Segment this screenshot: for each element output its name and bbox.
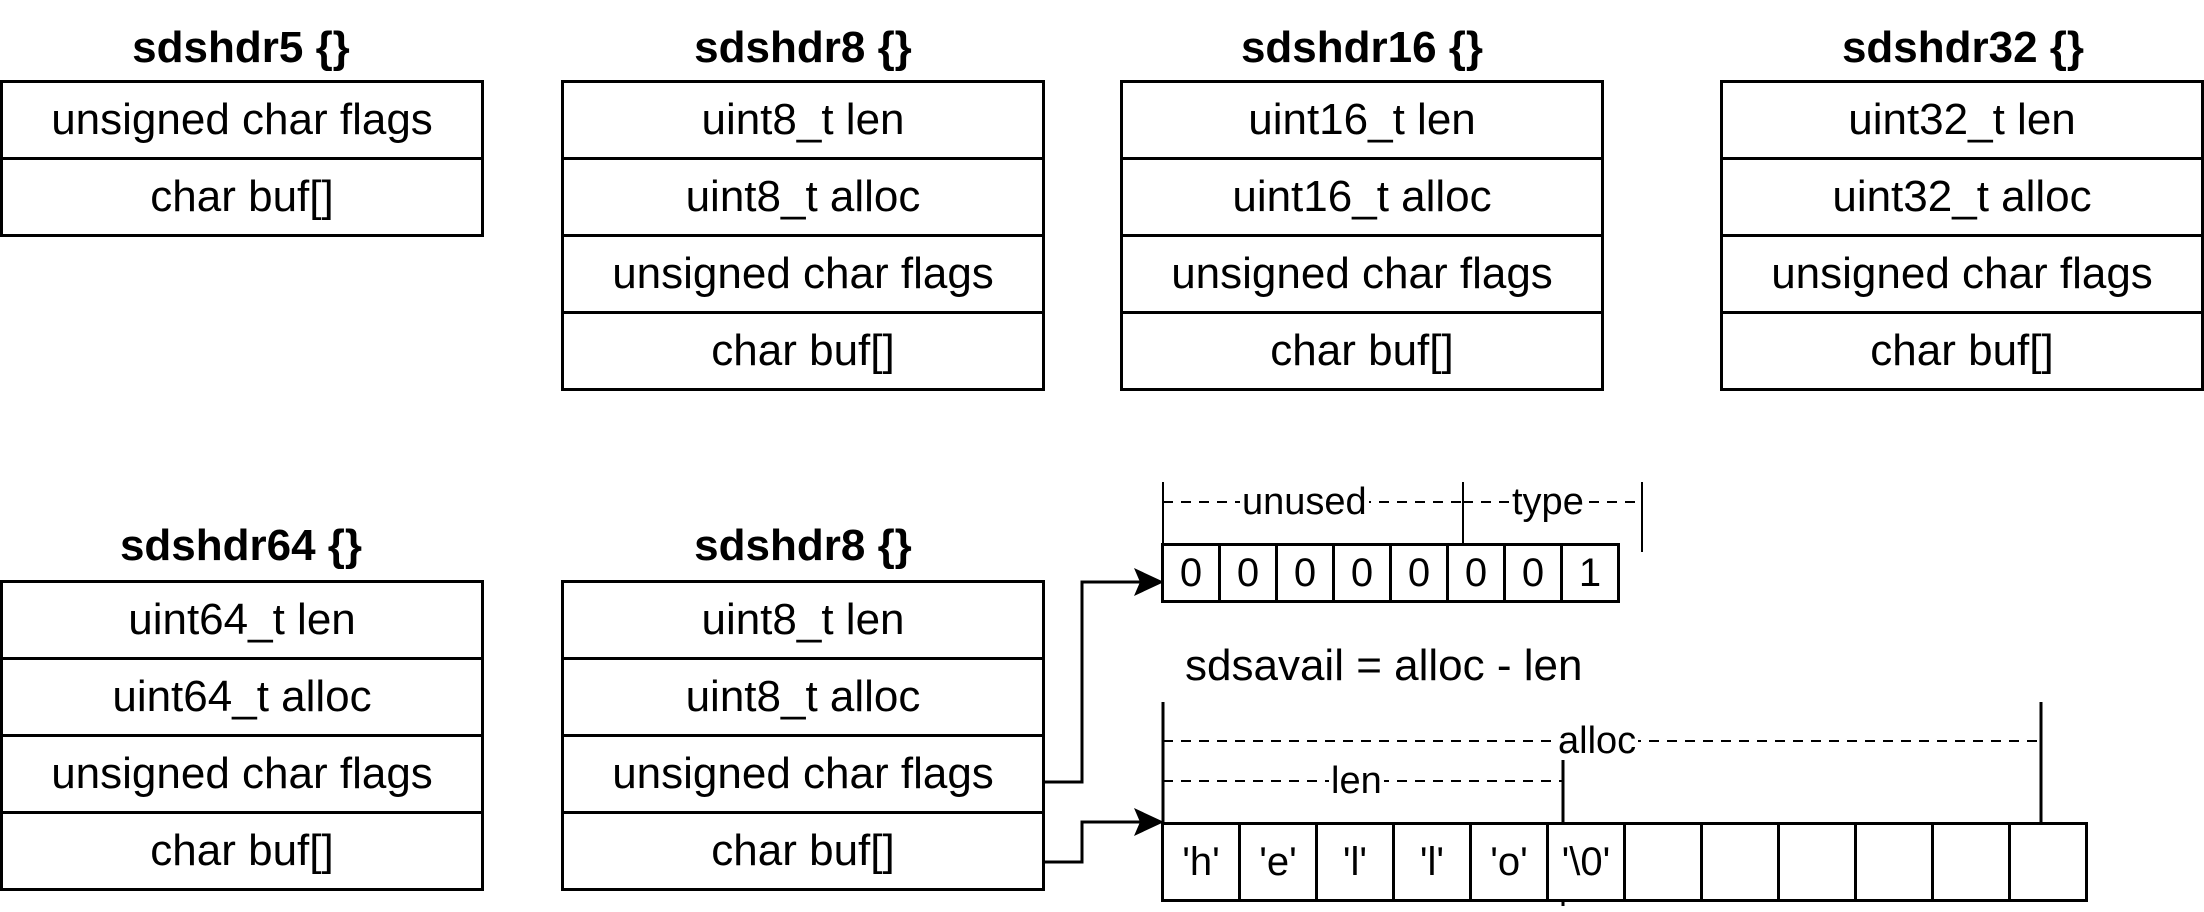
field-alloc: uint8_t alloc (561, 157, 1045, 237)
buf-cell (1854, 822, 1934, 902)
struct-sdshdr64: uint64_t len uint64_t alloc unsigned cha… (0, 580, 484, 891)
buf-cell (1700, 822, 1780, 902)
bit-cell: 0 (1161, 543, 1221, 603)
buf-cell: 'e' (1238, 822, 1318, 902)
field-flags: unsigned char flags (1120, 234, 1604, 314)
buf-cell (1623, 822, 1703, 902)
field-len: uint64_t len (0, 580, 484, 660)
struct-title-sdshdr64: sdshdr64 {} (119, 521, 363, 570)
field-buf: char buf[] (1120, 311, 1604, 391)
struct-title-sdshdr16: sdshdr16 {} (1240, 23, 1484, 72)
field-alloc: uint64_t alloc (0, 657, 484, 737)
sdsavail-formula: sdsavail = alloc - len (1185, 641, 1583, 690)
struct-title-sdshdr8: sdshdr8 {} (694, 23, 912, 72)
struct-title-sdshdr5: sdshdr5 {} (132, 23, 350, 72)
field-alloc: uint8_t alloc (561, 657, 1045, 737)
struct-sdshdr5: unsigned char flags char buf[] (0, 80, 484, 237)
field-alloc: uint32_t alloc (1720, 157, 2204, 237)
bit-cell: 0 (1332, 543, 1392, 603)
bit-cell: 0 (1389, 543, 1449, 603)
struct-title-sdshdr32: sdshdr32 {} (1841, 23, 2085, 72)
field-flags: unsigned char flags (561, 234, 1045, 314)
buf-cell (1777, 822, 1857, 902)
field-buf: char buf[] (1720, 311, 2204, 391)
field-len: uint32_t len (1720, 80, 2204, 160)
buf-cell: 'l' (1392, 822, 1472, 902)
field-buf: char buf[] (561, 811, 1045, 891)
struct-sdshdr8: uint8_t len uint8_t alloc unsigned char … (561, 80, 1045, 391)
field-len: uint8_t len (561, 580, 1045, 660)
bit-cell: 1 (1560, 543, 1620, 603)
buf-cell (1931, 822, 2011, 902)
buf-cell: '\0' (1546, 822, 1626, 902)
field-flags: unsigned char flags (1720, 234, 2204, 314)
struct-sdshdr8-example: uint8_t len uint8_t alloc unsigned char … (561, 580, 1045, 891)
field-len: uint16_t len (1120, 80, 1604, 160)
buf-arrow-line (1044, 820, 1140, 864)
bit-cell: 0 (1503, 543, 1563, 603)
flags-arrow-line (1044, 580, 1140, 784)
struct-title-sdshdr8-example: sdshdr8 {} (694, 521, 912, 570)
field-alloc: uint16_t alloc (1120, 157, 1604, 237)
field-buf: char buf[] (0, 157, 484, 237)
buf-cells-row: 'h' 'e' 'l' 'l' 'o' '\0' (1161, 822, 2088, 902)
bit-cell: 0 (1218, 543, 1278, 603)
unused-label: unused (1240, 481, 1369, 523)
len-label: len (1329, 760, 1384, 802)
bit-cell: 0 (1446, 543, 1506, 603)
buf-cell: 'l' (1315, 822, 1395, 902)
alloc-label: alloc (1556, 720, 1639, 762)
struct-sdshdr32: uint32_t len uint32_t alloc unsigned cha… (1720, 80, 2204, 391)
struct-sdshdr16: uint16_t len uint16_t alloc unsigned cha… (1120, 80, 1604, 391)
flags-bits-row: 0 0 0 0 0 0 0 1 (1161, 543, 1620, 603)
buf-cell: 'h' (1161, 822, 1241, 902)
buf-arrow-head (1134, 808, 1164, 836)
field-buf: char buf[] (0, 811, 484, 891)
bit-cell: 0 (1275, 543, 1335, 603)
buf-cell: 'o' (1469, 822, 1549, 902)
field-buf: char buf[] (561, 311, 1045, 391)
type-label: type (1510, 481, 1586, 523)
flags-arrow-head (1134, 568, 1164, 596)
buf-cell (2008, 822, 2088, 902)
field-flags: unsigned char flags (0, 734, 484, 814)
